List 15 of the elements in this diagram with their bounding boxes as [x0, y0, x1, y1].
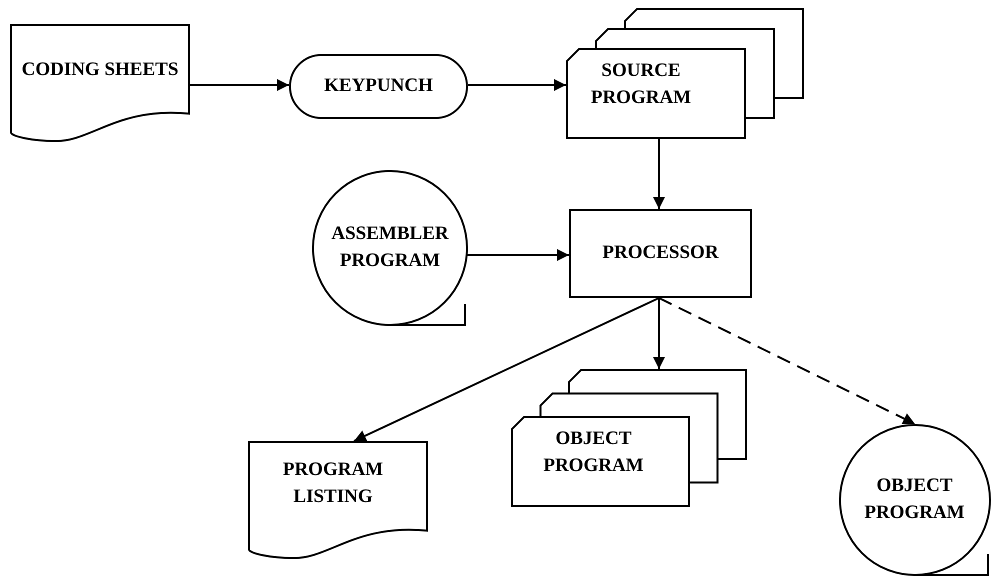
arrow	[468, 79, 566, 91]
node-label: ASSEMBLER PROGRAM	[330, 222, 450, 273]
node-label: PROCESSOR	[602, 241, 719, 266]
arrow	[466, 249, 569, 261]
node-label: PROGRAM LISTING	[282, 458, 384, 509]
dashed-arrow	[658, 297, 916, 425]
node-label: SOURCE PROGRAM	[590, 59, 692, 110]
arrow	[653, 298, 665, 369]
arrow	[653, 138, 665, 209]
node-label: OBJECT PROGRAM	[863, 474, 966, 525]
node-label: CODING SHEETS	[22, 58, 178, 82]
arrow	[190, 79, 289, 91]
arrow	[354, 297, 660, 442]
node-label: OBJECT PROGRAM	[542, 427, 645, 478]
node-label: KEYPUNCH	[324, 74, 433, 98]
